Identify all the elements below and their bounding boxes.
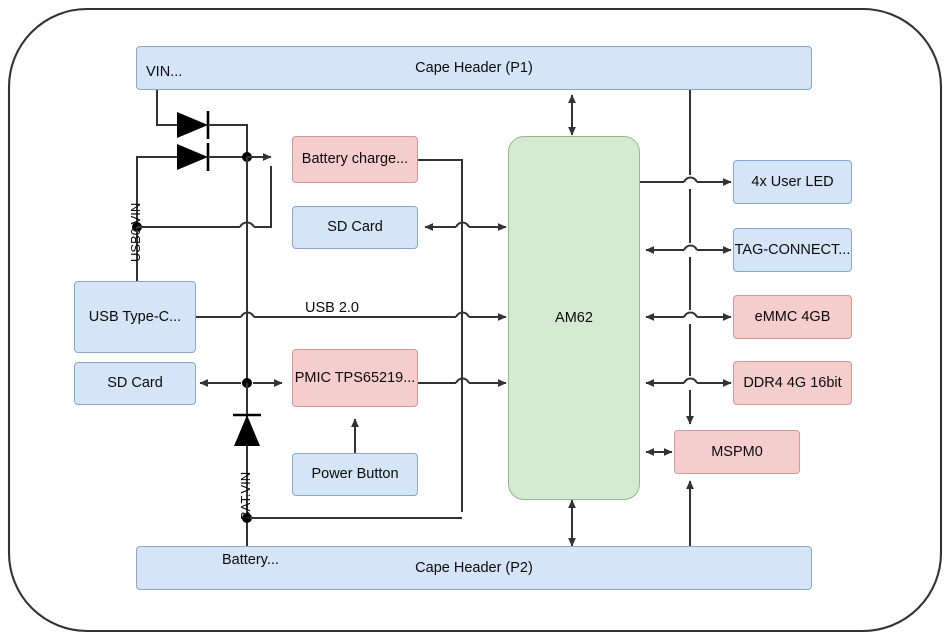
- wire-hop-pmic-spine: [455, 377, 470, 384]
- wire-hop-ddr4-spine: [683, 377, 698, 384]
- cape-header-p2-battery-label: Battery...: [222, 552, 279, 568]
- wire-usb0vin-right2: [254, 166, 272, 228]
- board-outline: [7, 7, 943, 633]
- tag-connect-label: TAG-CONNECT...: [734, 241, 851, 258]
- cape-header-p2-label: Cape Header (P2): [415, 559, 533, 576]
- block-ddr4[interactable]: DDR4 4G 16bit: [733, 361, 852, 405]
- pmic-label: PMIC TPS65219...: [294, 369, 416, 386]
- cape-header-p1-vin-label: VIN...: [146, 64, 183, 80]
- ddr4-label: DDR4 4G 16bit: [743, 374, 842, 391]
- cape-header-p1-label: Cape Header (P1): [415, 59, 533, 76]
- wire-batcharger-out: [418, 159, 463, 512]
- block-sd-card-left[interactable]: SD Card: [74, 362, 196, 405]
- block-usb-type-c[interactable]: USB Type-C...: [74, 281, 196, 353]
- block-emmc[interactable]: eMMC 4GB: [733, 295, 852, 339]
- block-pmic[interactable]: PMIC TPS65219...: [292, 349, 418, 407]
- wire-label-usb0-vin: USB0 VIN: [128, 202, 143, 262]
- wire-hop-usb-rightspine: [455, 311, 470, 318]
- block-power-button[interactable]: Power Button: [292, 453, 418, 496]
- wire-hop-led-spine: [683, 176, 698, 183]
- wire-label-usb-2-0: USB 2.0: [305, 300, 359, 316]
- block-tag-connect[interactable]: TAG-CONNECT...: [733, 228, 852, 272]
- sd-card-top-label: SD Card: [327, 219, 383, 236]
- block-am62[interactable]: AM62: [508, 136, 640, 500]
- sd-card-left-label: SD Card: [107, 375, 163, 392]
- wire-diode1-right: [208, 124, 248, 157]
- diode-top-symbol: [177, 111, 210, 139]
- user-led-label: 4x User LED: [751, 173, 834, 190]
- wire-label-bat-vin: BAT.VIN: [238, 471, 253, 520]
- wire-vin-to-diode1: [156, 90, 177, 126]
- block-cape-header-p1[interactable]: Cape Header (P1): [136, 46, 812, 90]
- diode-bottom-symbol: [233, 413, 261, 446]
- mspm0-label: MSPM0: [711, 443, 763, 460]
- diode-middle-symbol: [177, 143, 210, 171]
- wire-hop-sd-spine: [455, 221, 470, 228]
- wire-hop-emmc-spine: [683, 311, 698, 318]
- power-button-label: Power Button: [311, 466, 399, 483]
- block-sd-card-top[interactable]: SD Card: [292, 206, 418, 249]
- battery-charger-label: Battery charge...: [301, 151, 409, 168]
- wire-hop-tag-spine: [683, 244, 698, 251]
- emmc-label: eMMC 4GB: [754, 308, 831, 325]
- block-battery-charger[interactable]: Battery charge...: [292, 136, 418, 183]
- wire-hop-usb0vin-spine: [239, 221, 255, 228]
- usb-type-c-label: USB Type-C...: [88, 308, 182, 325]
- block-user-led[interactable]: 4x User LED: [733, 160, 852, 204]
- wire-hop-usb-leftspine: [240, 311, 255, 318]
- block-mspm0[interactable]: MSPM0: [674, 430, 800, 474]
- am62-label: AM62: [555, 309, 593, 326]
- block-cape-header-p2[interactable]: Cape Header (P2): [136, 546, 812, 590]
- wire-usb0vin-up: [136, 156, 177, 227]
